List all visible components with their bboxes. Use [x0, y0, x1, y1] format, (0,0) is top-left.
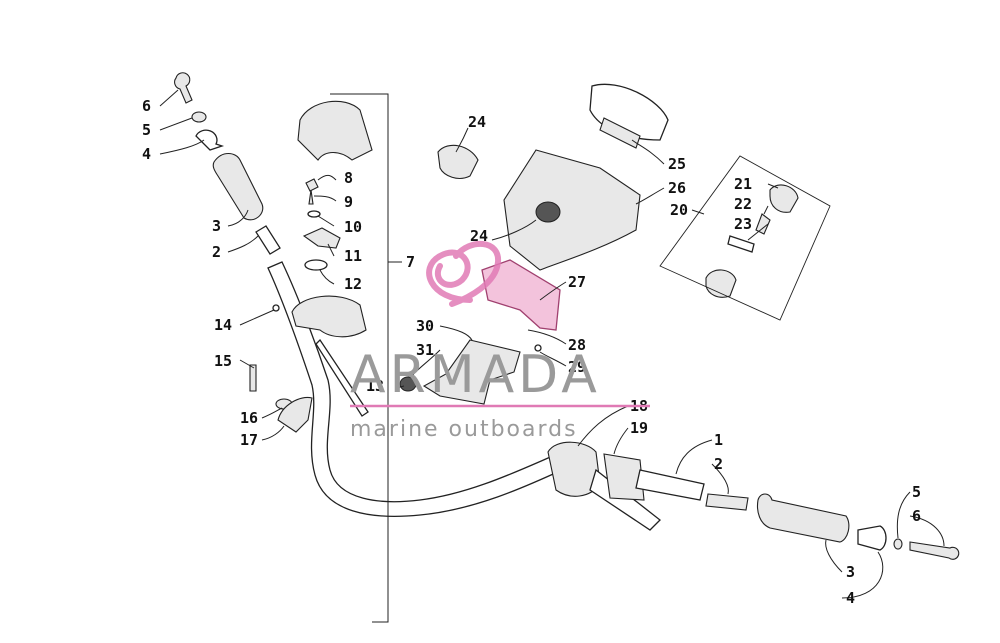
callout-5-left: 5 — [142, 121, 151, 139]
callout-21: 21 — [734, 175, 752, 193]
left-switch-parts — [249, 100, 373, 433]
right-grip-3 — [756, 493, 850, 543]
screw-14 — [272, 304, 280, 312]
callout-7: 7 — [406, 253, 415, 271]
watermark-logo-swirl — [426, 240, 501, 307]
callout-25: 25 — [668, 155, 686, 173]
throttle-19 — [603, 453, 645, 501]
callout-12: 12 — [344, 275, 362, 293]
group-20-outline — [659, 155, 831, 321]
left-sleeve-2 — [255, 225, 281, 255]
outlet-24-mid — [535, 201, 561, 223]
switch-housing-13 — [291, 295, 367, 338]
callout-23: 23 — [734, 215, 752, 233]
callout-27: 27 — [568, 273, 586, 291]
callout-4-right: 4 — [846, 589, 855, 607]
callout-labels: 6 5 4 3 2 8 9 10 11 12 7 14 15 13 16 17 … — [142, 97, 921, 607]
callout-30: 30 — [416, 317, 434, 335]
callout-4-left: 4 — [142, 145, 151, 163]
key-22 — [755, 213, 771, 235]
callout-13: 13 — [366, 377, 384, 395]
callout-14: 14 — [214, 316, 232, 334]
screw-29 — [534, 344, 542, 352]
oring-12 — [304, 259, 328, 271]
right-bolt-6 — [909, 541, 960, 560]
left-grip-3 — [212, 152, 264, 221]
callout-17: 17 — [240, 431, 258, 449]
group-7-bracket — [330, 93, 389, 623]
gauge-25-mount — [599, 117, 641, 149]
left-bolt-6 — [174, 72, 193, 104]
callout-9: 9 — [344, 193, 353, 211]
callout-1: 1 — [714, 431, 723, 449]
switch-cover-8 — [297, 100, 373, 161]
watermark: ARMADA marine outboards — [350, 240, 650, 442]
callout-5-right: 5 — [912, 483, 921, 501]
left-washer-5 — [191, 111, 207, 123]
callout-8: 8 — [344, 169, 353, 187]
callout-3-left: 3 — [212, 217, 221, 235]
center-pod — [399, 83, 669, 405]
callout-19: 19 — [630, 419, 648, 437]
watermark-tagline: marine outboards — [350, 417, 578, 442]
brake-lever — [589, 468, 661, 531]
clip-23 — [727, 235, 755, 253]
pod-tray-27 — [481, 259, 561, 331]
callout-15: 15 — [214, 352, 232, 370]
key-switch-group — [659, 155, 831, 321]
callout-26: 26 — [668, 179, 686, 197]
callout-3-right: 3 — [846, 563, 855, 581]
callout-28: 28 — [568, 336, 586, 354]
callout-2-left: 2 — [212, 243, 221, 261]
leader-lines — [159, 89, 945, 599]
bracket-11 — [302, 227, 341, 249]
callout-2-right: 2 — [714, 455, 723, 473]
key-21 — [769, 184, 799, 213]
callout-10: 10 — [344, 218, 362, 236]
washer-10 — [307, 210, 321, 218]
screw-15 — [249, 364, 257, 392]
screw-9 — [305, 178, 319, 205]
callout-11: 11 — [344, 247, 362, 265]
callout-16: 16 — [240, 409, 258, 427]
outlet-24-top — [437, 144, 479, 179]
pod-cover-26 — [503, 149, 641, 271]
callout-24-top: 24 — [468, 113, 486, 131]
bushing-31 — [399, 376, 417, 392]
lever-17 — [277, 396, 313, 433]
left-grip-assembly — [174, 72, 281, 255]
right-washer-5 — [893, 538, 903, 550]
callout-6-left: 6 — [142, 97, 151, 115]
callout-31: 31 — [416, 341, 434, 359]
callout-29: 29 — [568, 358, 586, 376]
callout-24-mid: 24 — [470, 227, 488, 245]
callout-20: 20 — [670, 201, 688, 219]
right-tube-1 — [635, 469, 705, 501]
callout-6-right: 6 — [912, 507, 921, 525]
watermark-brand: ARMADA — [350, 345, 601, 405]
right-sleeve-2 — [705, 493, 749, 511]
callout-22: 22 — [734, 195, 752, 213]
right-end-cap-4 — [857, 525, 887, 551]
bracket-30 — [422, 339, 521, 405]
left-end-cap-4 — [195, 129, 225, 151]
long-bolt-13 — [315, 338, 369, 417]
right-grip-assembly — [547, 441, 960, 560]
